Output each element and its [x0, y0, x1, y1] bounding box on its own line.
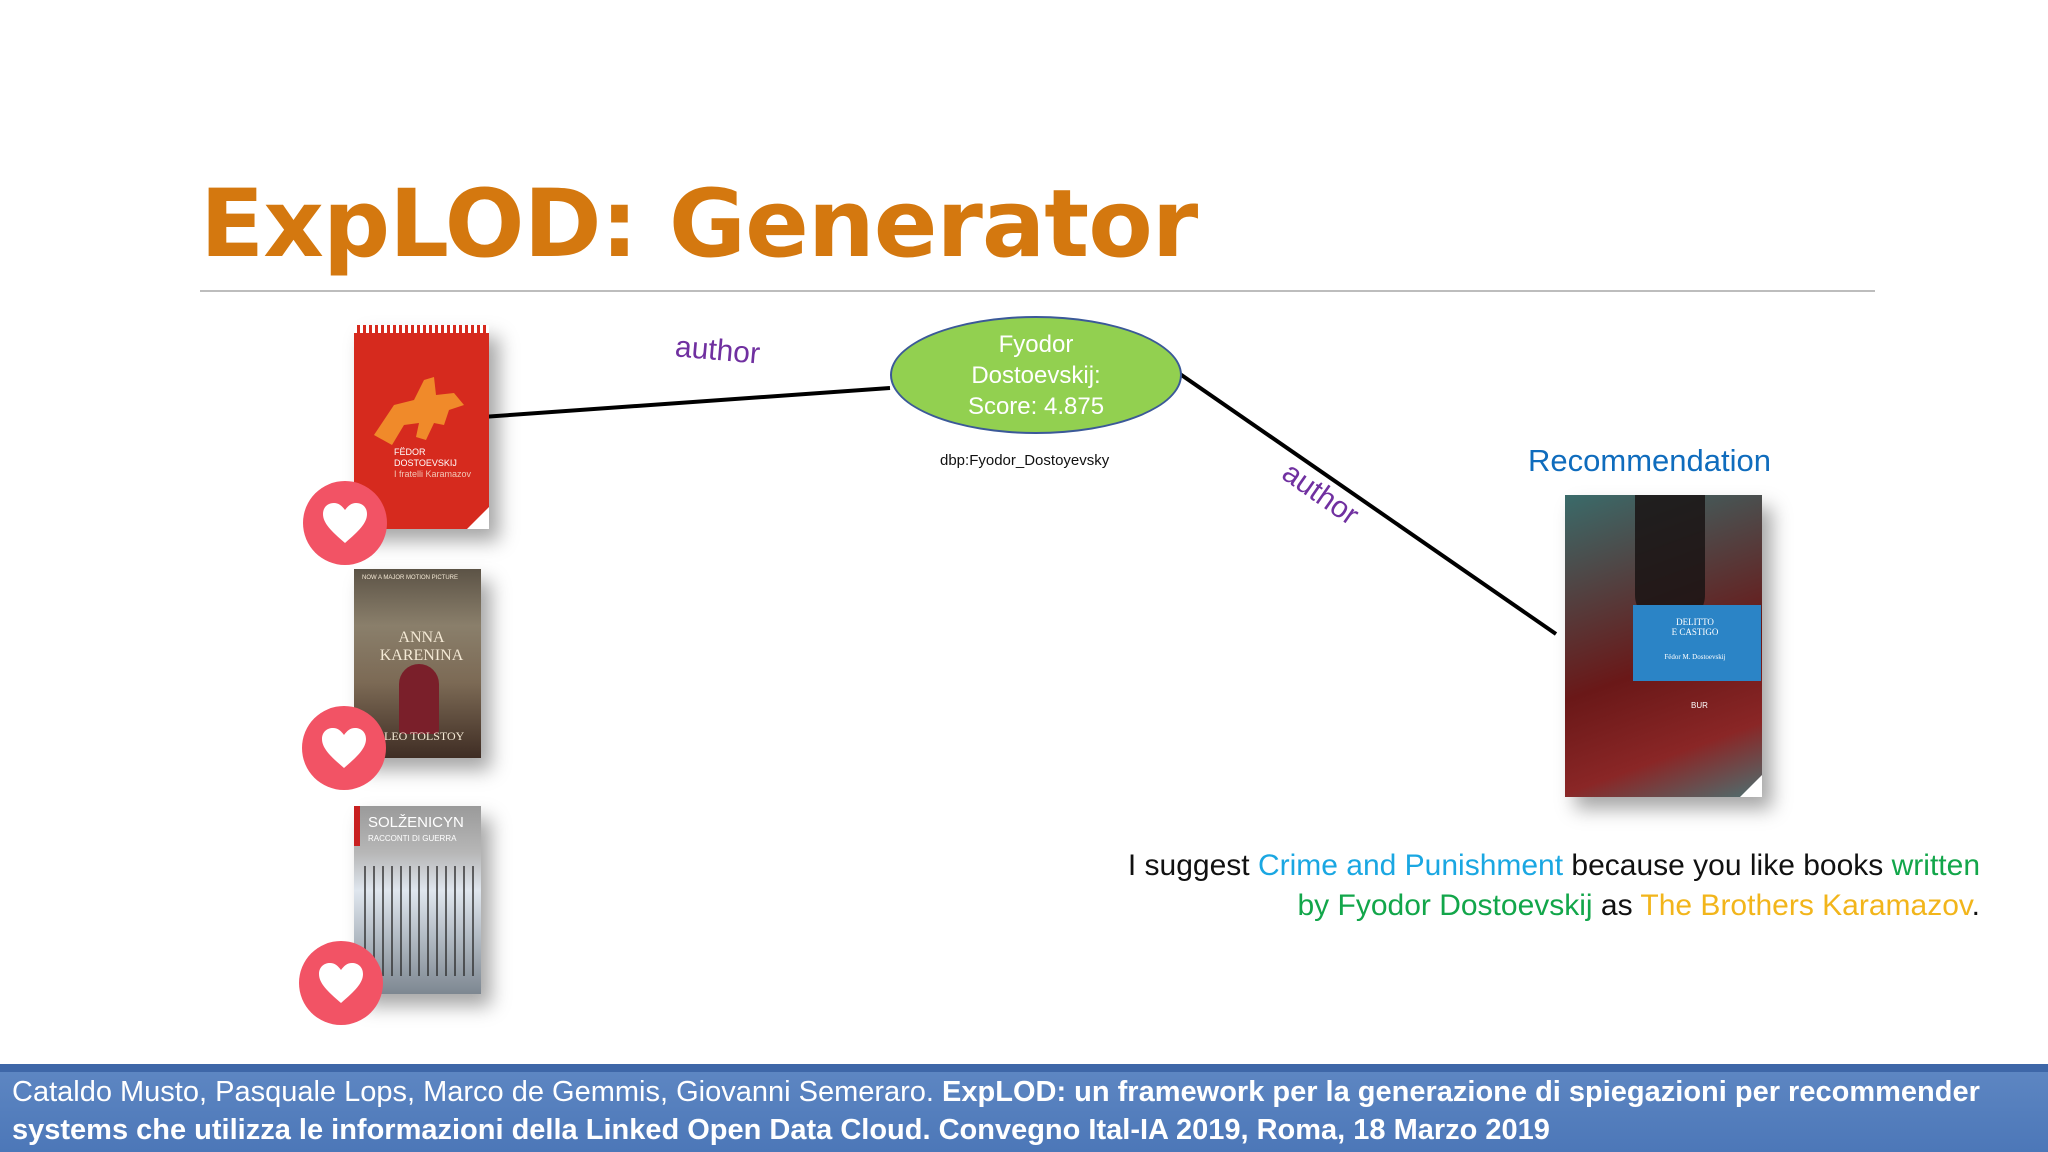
- explanation-liked-item: The Brothers Karamazov: [1640, 889, 1972, 922]
- trees-illustration: [364, 866, 474, 976]
- explanation-text: I suggest Crime and Punishment because y…: [1100, 846, 1980, 926]
- explanation-prefix: I suggest: [1127, 849, 1258, 882]
- book-author: SOLŽENICYN: [368, 814, 464, 831]
- explanation-middle: because you like books: [1563, 849, 1892, 882]
- node-line-2: Dostoevskij:: [971, 361, 1101, 389]
- heart-icon: [302, 706, 386, 790]
- edge-label-author: author: [673, 330, 762, 371]
- book-title: DELITTO E CASTIGO: [1645, 617, 1745, 637]
- figure-illustration: [399, 664, 439, 734]
- book-author: LEO TOLSTOY: [384, 729, 465, 743]
- page-curl: [467, 507, 489, 529]
- entity-node[interactable]: Fyodor Dostoevskij: Score: 4.875: [890, 316, 1182, 434]
- node-score: Score: 4.875: [967, 392, 1105, 420]
- horse-rider-illustration: [374, 377, 464, 445]
- book-author: FËDOR DOSTOEVSKIJ: [394, 447, 457, 468]
- explanation-connector: as: [1592, 889, 1641, 922]
- shadow-figure-illustration: [1635, 495, 1705, 625]
- title-divider: [200, 290, 1875, 292]
- recommended-book-delitto-e-castigo[interactable]: DELITTO E CASTIGO Fëdor M. Dostoevskij B…: [1565, 495, 1762, 797]
- edge-line-author-2: [1178, 372, 1558, 636]
- heart-icon: [299, 941, 383, 1025]
- book-title-line-2: E CASTIGO: [1671, 627, 1719, 637]
- explanation-relation: written by Fyodor Dostoevskij: [1297, 849, 1980, 922]
- footer-citation: ExpLOD: un framework per la generazione …: [12, 1076, 1980, 1146]
- cover-red-bar: [354, 806, 360, 846]
- recommendation-label: Recommendation: [1528, 443, 1771, 478]
- book-title: ANNA KARENINA: [379, 629, 464, 664]
- edge-line-author-1: [481, 386, 891, 419]
- node-uri: dbp:Fyodor_Dostoyevsky: [940, 452, 1110, 469]
- book-title: RACCONTI DI GUERRA: [368, 834, 457, 843]
- book-author: Fëdor M. Dostoevskij: [1664, 653, 1726, 661]
- book-tagline: NOW A MAJOR MOTION PICTURE: [362, 575, 459, 581]
- book-publisher: BUR: [1691, 701, 1708, 710]
- footer-authors: Cataldo Musto, Pasquale Lops, Marco de G…: [12, 1076, 943, 1108]
- cover-title-label: [1633, 605, 1761, 681]
- book-title-line-1: DELITTO: [1676, 617, 1714, 627]
- page-curl: [1740, 775, 1762, 797]
- citation-footer: Cataldo Musto, Pasquale Lops, Marco de G…: [0, 1064, 2048, 1152]
- explanation-recommended-item: Crime and Punishment: [1257, 849, 1564, 882]
- explanation-end: .: [1971, 889, 1980, 922]
- cover-stripe: [354, 325, 489, 333]
- slide-title: ExpLOD: Generator: [200, 170, 1198, 279]
- book-title: I fratelli Karamazov: [394, 469, 472, 479]
- node-line-1: Fyodor: [998, 330, 1074, 358]
- heart-icon: [303, 481, 387, 565]
